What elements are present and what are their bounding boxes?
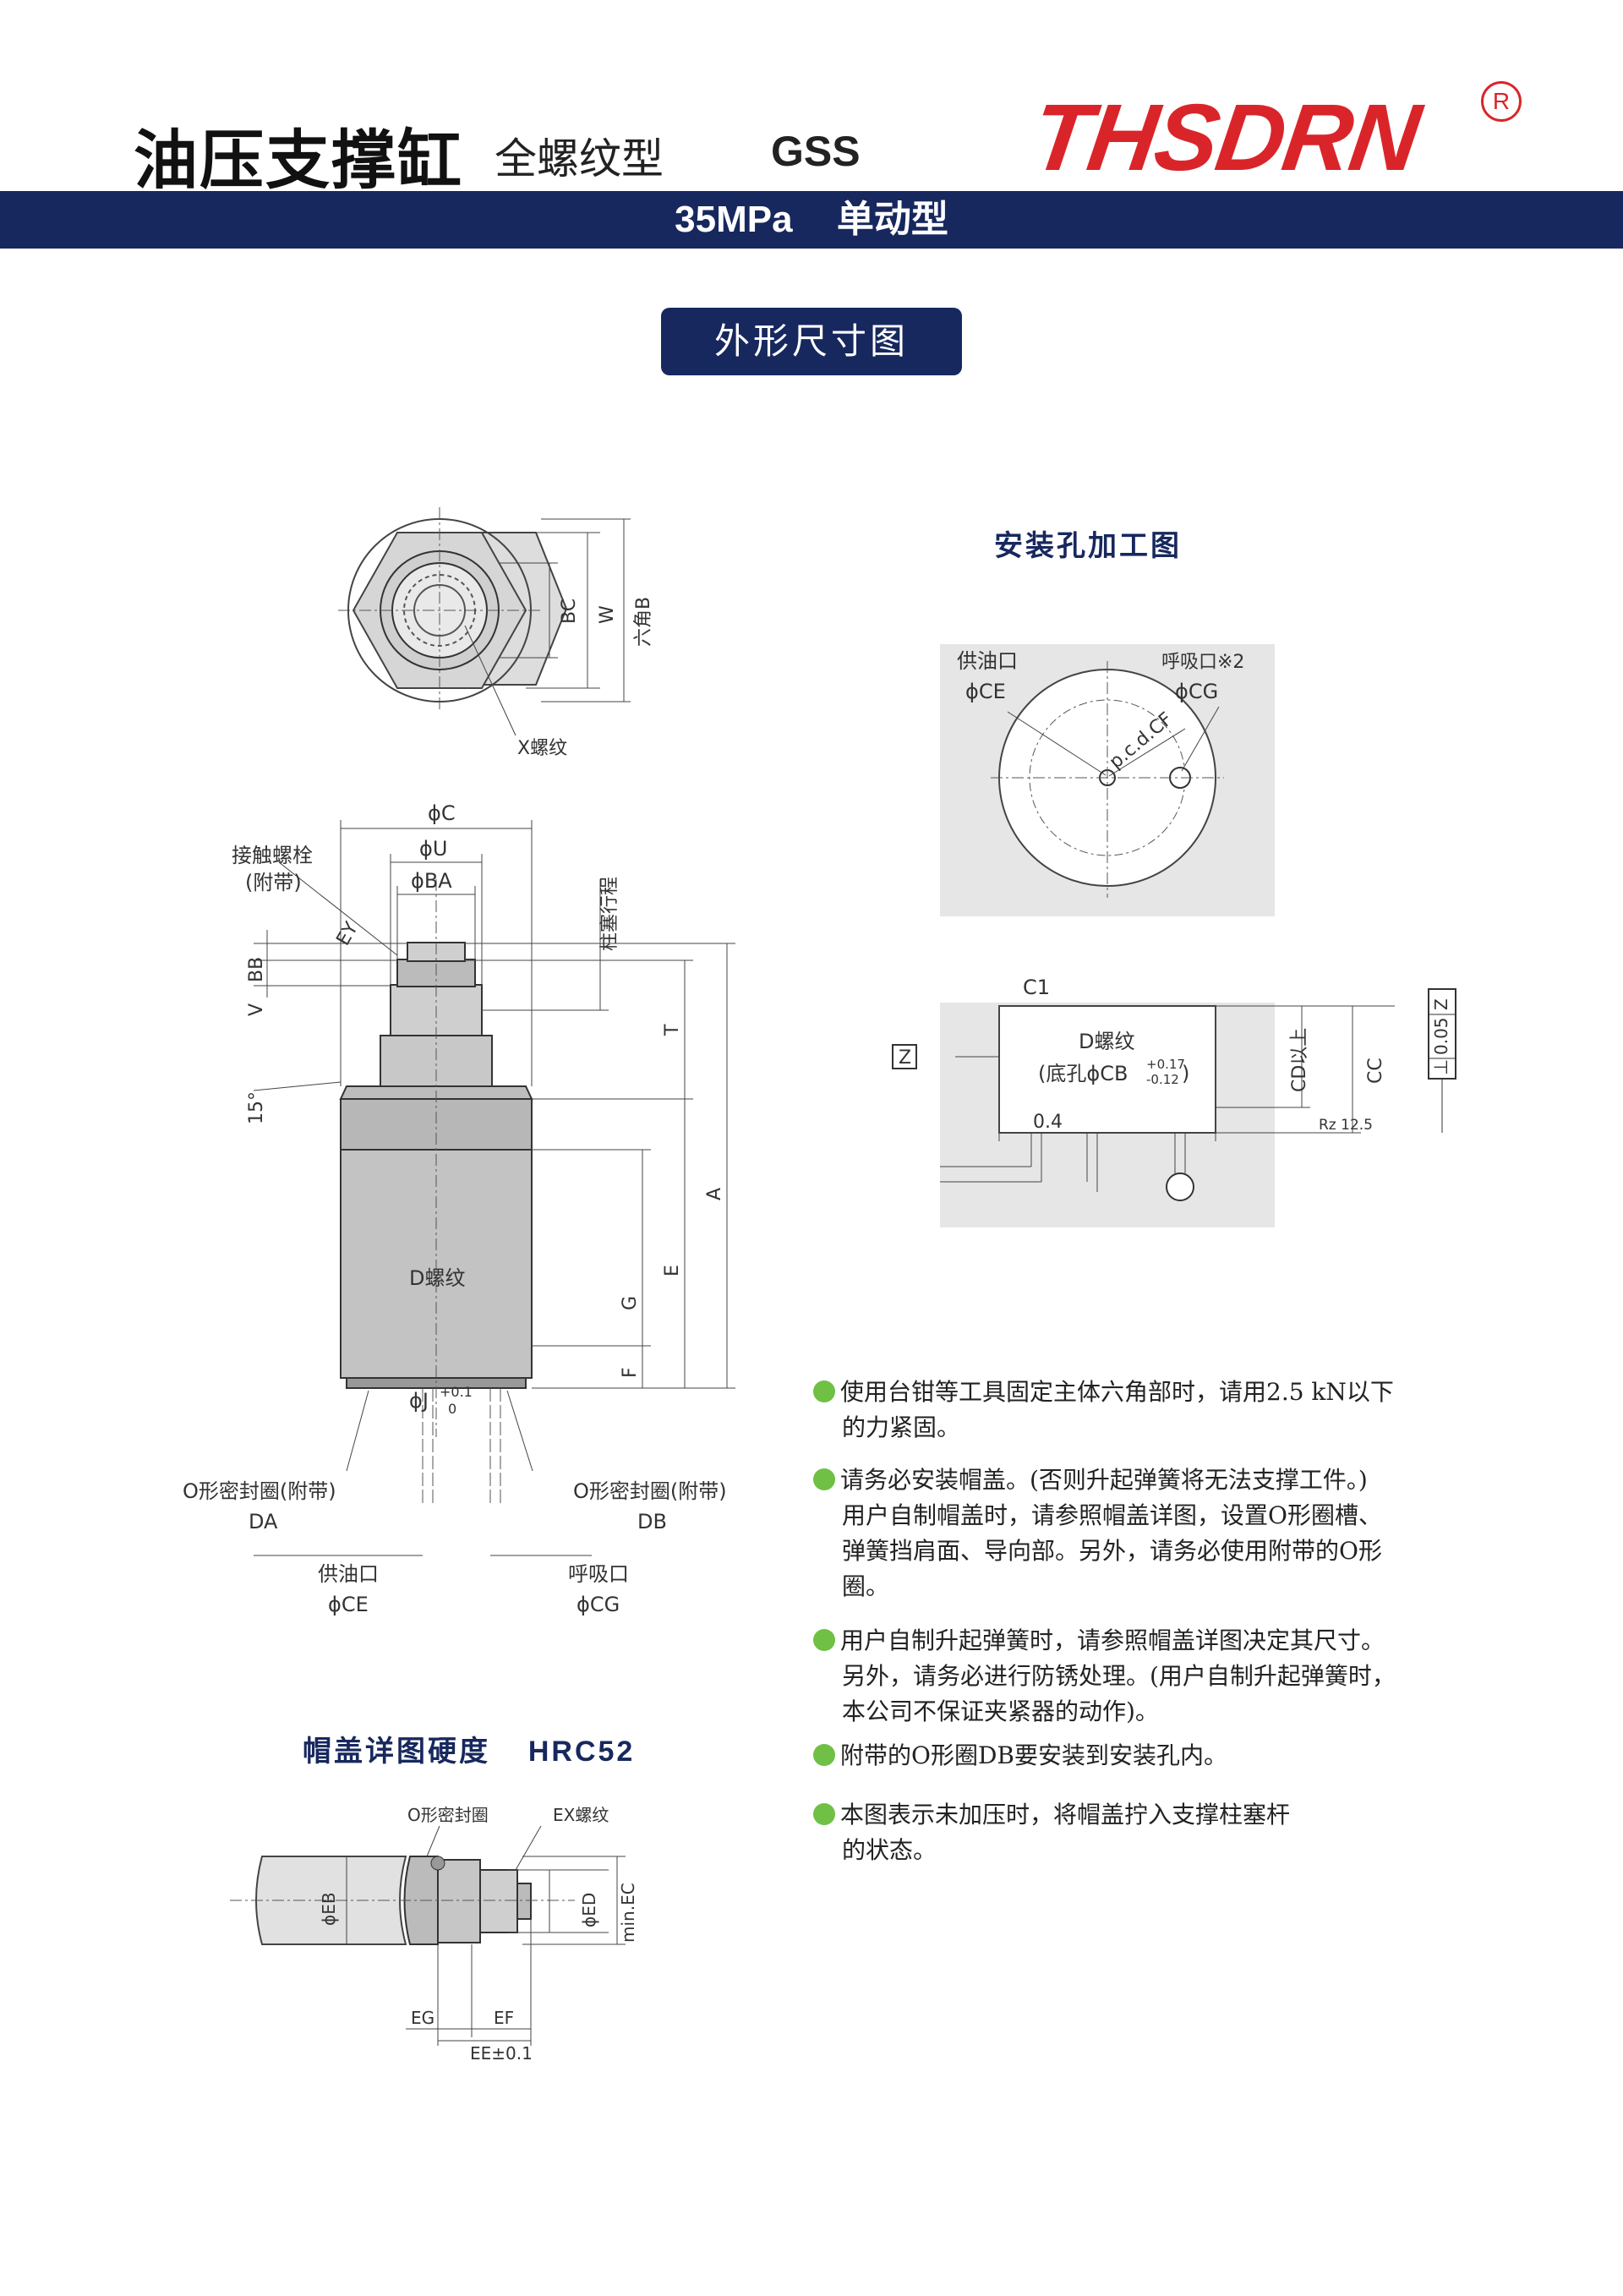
bullet-icon [813, 1468, 835, 1490]
seal-right-label: O形密封圈(附带) [573, 1479, 727, 1503]
dim-e: E [662, 1265, 683, 1276]
mh-d-thread: D螺纹 [1079, 1030, 1134, 1053]
bullet-icon [813, 1629, 835, 1651]
mh-cb-tol-lower: -0.12 [1146, 1072, 1179, 1087]
dim-bb: BB [246, 957, 267, 982]
mh-tol-value: 0.05 [1431, 1017, 1451, 1055]
mh-chamfer: 0.4 [1033, 1112, 1063, 1133]
cap-ee: EE±0.1 [470, 2043, 533, 2064]
dim-phi-c: ϕC [428, 801, 456, 825]
dim-phi-u: ϕU [419, 837, 447, 861]
spec-band [0, 191, 1623, 249]
j-tol-lower: 0 [448, 1401, 456, 1417]
brand-logo: THSDRN [1025, 85, 1425, 190]
cap-ef: EF [494, 2008, 514, 2028]
cap-o-ring: O形密封圈 [407, 1805, 489, 1825]
mh-supply-port: 供油口 [957, 649, 1018, 673]
mh-breather-port: 呼吸口※2 [1161, 652, 1244, 673]
mount-hole-top-view: 供油口 ϕCE 呼吸口※2 ϕCG p.c.d.CF [940, 644, 1275, 916]
cap-min-ec: min.EC [618, 1883, 638, 1943]
cap-ex-thread: EX螺纹 [553, 1805, 609, 1825]
spec-band-text: 35MPa 单动型 [0, 191, 1623, 249]
cap-detail-title: 帽盖详图硬度 HRC52 [303, 1728, 635, 1769]
cap-eg: EG [411, 2008, 434, 2028]
note-1: 使用台钳等工具固定主体六角部时，请用2.5 kN以下 的力紧固。 [813, 1375, 1489, 1446]
mount-hole-title: 安装孔加工图 [994, 529, 1182, 563]
action-type: 单动型 [836, 199, 948, 240]
mh-z-ref: Z [899, 1047, 911, 1069]
note-5: 本图表示未加压时，将帽盖拧入支撑柱塞杆 的状态。 [813, 1797, 1489, 1868]
dim-db: DB [637, 1510, 667, 1533]
mount-hole-section-view: C1 Z D螺纹 (底孔ϕCB +0.17 -0.12 ) 0.4 CD以上 C… [892, 976, 1456, 1227]
page-subtitle: 全螺纹型 [495, 134, 664, 183]
attached-label: (附带) [245, 871, 302, 894]
note-1-line-2: 的力紧固。 [842, 1413, 961, 1441]
note-3-line-1: 用户自制升起弹簧时，请参照帽盖详图决定其尺寸。 [840, 1626, 1385, 1654]
note-2-line-1: 请务必安装帽盖。(否则升起弹簧将无法支撑工件。) [840, 1466, 1368, 1494]
note-2-line-4: 圈。 [842, 1572, 890, 1600]
note-2: 请务必安装帽盖。(否则升起弹簧将无法支撑工件。) 用户自制帽盖时，请参照帽盖详图… [813, 1462, 1489, 1604]
note-1-line-1: 使用台钳等工具固定主体六角部时，请用2.5 kN以下 [840, 1378, 1394, 1406]
model-code: GSS [771, 128, 861, 175]
dim-a: A [704, 1188, 725, 1200]
pressure-rating: 35MPa [675, 199, 793, 240]
contact-bolt-label: 接触螺栓 [232, 844, 313, 867]
breather-port-label: 呼吸口 [568, 1562, 629, 1586]
mh-phi-ce: ϕCE [965, 680, 1006, 703]
note-4-line-1: 附带的O形圈DB要安装到安装孔内。 [840, 1741, 1227, 1769]
cap-phi-ed: ϕED [579, 1893, 599, 1927]
j-tol-upper: +0.1 [440, 1384, 473, 1400]
dim-hex-b: 六角B [633, 597, 654, 647]
cap-detail-drawing: O形密封圈 EX螺纹 ϕEB ϕED min.EC EG EF EE±0.1 [230, 1805, 638, 2064]
dim-t: T [662, 1024, 683, 1036]
note-3: 用户自制升起弹簧时，请参照帽盖详图决定其尺寸。 另外，请务必进行防锈处理。(用户… [813, 1623, 1489, 1730]
note-3-line-2: 另外，请务必进行防锈处理。(用户自制升起弹簧时， [842, 1662, 1396, 1690]
mh-perp: ⊥ [1431, 1059, 1452, 1075]
mh-cb-tol-upper: +0.17 [1146, 1057, 1185, 1072]
angle-15: 15° [246, 1091, 267, 1124]
seal-left-label: O形密封圈(附带) [183, 1479, 336, 1503]
mh-close-paren: ) [1182, 1062, 1189, 1085]
note-4: 附带的O形圈DB要安装到安装孔内。 [813, 1738, 1489, 1774]
dim-w: W [597, 605, 618, 624]
x-thread-label: X螺纹 [517, 738, 567, 759]
side-view-drawing: ϕC ϕU ϕBA 接触螺栓 (附带) EY 柱塞行程 BB V T A E G… [183, 801, 735, 1616]
mh-phi-cg: ϕCG [1175, 680, 1218, 703]
dim-v: V [246, 1003, 267, 1016]
section-title-pill: 外形尺寸图 [661, 308, 962, 375]
page-title: 油压支撑缸 [134, 123, 463, 198]
mh-cd-min: CD以上 [1289, 1028, 1310, 1092]
note-2-line-2: 用户自制帽盖时，请参照帽盖详图，设置O形圈槽、 [842, 1501, 1382, 1529]
registered-mark: R [1481, 81, 1522, 122]
dim-phi-ce: ϕCE [328, 1593, 369, 1616]
dim-phi-cg: ϕCG [577, 1593, 620, 1616]
dim-da: DA [249, 1510, 278, 1533]
dim-bc: BC [559, 599, 580, 624]
bullet-icon [813, 1803, 835, 1825]
dim-ey: EY [333, 918, 363, 949]
cap-hardness: HRC52 [527, 1736, 636, 1768]
note-2-line-3: 弹簧挡肩面、导向部。另外，请务必使用附带的O形 [842, 1537, 1382, 1565]
dim-phi-ba: ϕBA [411, 869, 452, 893]
mh-rz: Rz 12.5 [1319, 1117, 1373, 1134]
supply-port-label: 供油口 [318, 1562, 379, 1586]
note-3-line-3: 本公司不保证夹紧器的动作)。 [842, 1697, 1159, 1725]
mh-cc: CC [1365, 1058, 1386, 1084]
top-view-drawing: BC W 六角B X螺纹 [338, 507, 654, 759]
note-5-line-1: 本图表示未加压时，将帽盖拧入支撑柱塞杆 [840, 1801, 1291, 1829]
note-5-line-2: 的状态。 [842, 1836, 937, 1864]
mh-c1: C1 [1023, 976, 1050, 999]
bullet-icon [813, 1744, 835, 1766]
mh-bottom-hole: (底孔ϕCB [1038, 1062, 1128, 1085]
d-thread-label: D螺纹 [409, 1266, 465, 1290]
dim-f: F [620, 1367, 641, 1378]
plunger-stroke-label: 柱塞行程 [599, 877, 620, 951]
mh-tol-ref: Z [1431, 998, 1451, 1010]
dim-g: G [620, 1296, 641, 1310]
cap-detail-title-text: 帽盖详图硬度 [303, 1735, 490, 1768]
cap-phi-eb: ϕEB [319, 1892, 339, 1926]
dim-phi-j: ϕJ [409, 1389, 429, 1413]
bullet-icon [813, 1380, 835, 1402]
